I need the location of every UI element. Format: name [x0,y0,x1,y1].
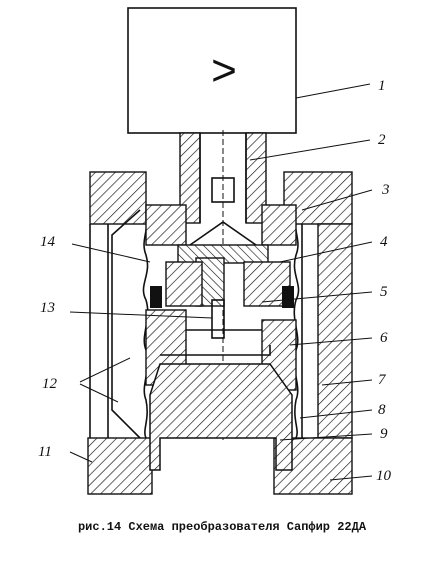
part-number-6: 6 [380,330,388,346]
part-numbers: 1 2 3 4 5 6 7 8 9 10 11 12 13 14 [38,78,392,484]
part-number-3: 3 [381,182,390,198]
amplifier-symbol: > [211,46,237,95]
part-number-5: 5 [380,284,388,300]
electronic-unit: > [127,7,297,134]
housing-left [87,171,153,495]
figure-caption: рис.14 Схема преобразователя Сапфир 22ДА [77,520,367,534]
leader-lines [69,83,373,481]
part-number-9: 9 [380,426,388,442]
base-block [149,363,293,471]
part-number-7: 7 [378,372,387,388]
upper-inner-block [145,204,297,264]
part-number-2: 2 [378,132,386,148]
part-number-4: 4 [380,234,388,250]
part-number-13: 13 [40,300,55,316]
part-number-1: 1 [378,78,386,94]
part-number-10: 10 [376,468,392,484]
corrugated-membrane-left [111,209,149,439]
part-number-11: 11 [38,444,52,460]
part-number-14: 14 [40,234,56,250]
part-number-12: 12 [42,376,58,392]
lever-assembly [150,257,294,339]
part-number-8: 8 [378,402,386,418]
